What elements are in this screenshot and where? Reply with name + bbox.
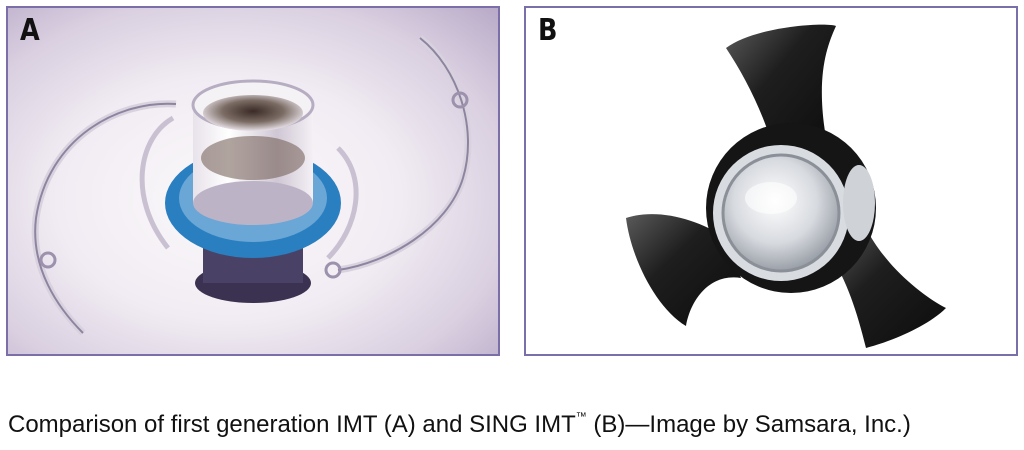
caption-credit: (B)—Image by Samsara, Inc.) [586,411,911,438]
panel-label-a: A [20,13,40,48]
first-generation-imt-image [31,35,472,336]
caption-text: Comparison of first generation IMT (A) a… [8,411,576,438]
figure-caption: Comparison of first generation IMT (A) a… [0,405,1024,440]
figure-panel-a: A [6,6,500,356]
panel-label-b: B [538,13,558,48]
figure-panel-b: B [524,6,1018,356]
trademark-symbol: ™ [575,411,587,423]
sing-imt-render-image [626,24,946,348]
